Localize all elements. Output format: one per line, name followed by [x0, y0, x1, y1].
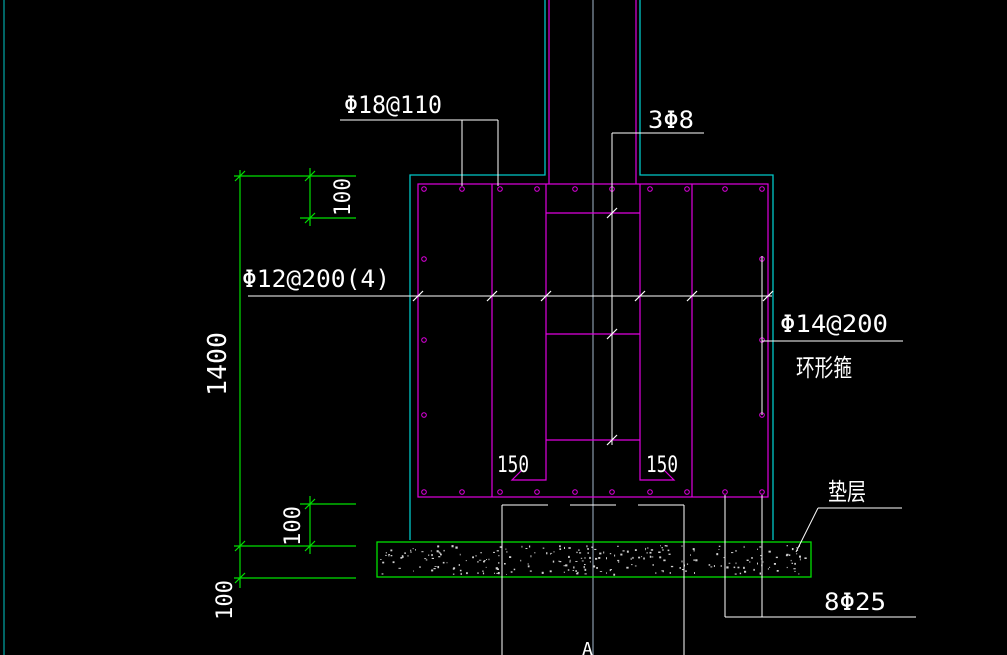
- rebar-dot: [421, 186, 427, 192]
- stirrup-small-label: 3Φ8: [648, 106, 694, 134]
- cushion-layer: [376, 541, 812, 578]
- leader-lines: [248, 119, 916, 655]
- dim-top-label: 100: [331, 178, 356, 216]
- rebar-dot: [722, 186, 728, 192]
- bottom-bar-label: 8Φ25: [824, 588, 886, 616]
- dim-bottom-label: 100: [213, 580, 238, 620]
- rebar-dot: [684, 186, 690, 192]
- tie-ticks: [412, 207, 774, 446]
- rebar-dot: [421, 337, 427, 343]
- top-bar-label: Φ18@110: [344, 91, 442, 119]
- tie-label: Φ12@200(4): [242, 265, 390, 293]
- dimension-lines: [234, 168, 356, 588]
- rebar-dot: [421, 412, 427, 418]
- rebar-dot: [497, 186, 503, 192]
- rebar-dot: [759, 186, 765, 192]
- ring-stirrup-label: Φ14@200: [780, 310, 888, 338]
- dim-total-label: 1400: [203, 332, 233, 396]
- cushion-label: 垫层: [828, 478, 866, 506]
- ring-stirrup-desc: 环形箍: [796, 354, 852, 382]
- rebar-dot: [684, 489, 690, 495]
- rebar-dot: [534, 489, 540, 495]
- rebar-dots: [421, 186, 765, 495]
- rebar-dot: [722, 489, 728, 495]
- rebar-dot: [497, 489, 503, 495]
- rebar-dot: [421, 489, 427, 495]
- rebar-dot: [534, 186, 540, 192]
- rebar-dot: [647, 186, 653, 192]
- section-mark-label: A: [582, 639, 593, 655]
- rebar-dot: [459, 186, 465, 192]
- hook-left-label: 150: [497, 453, 529, 478]
- rebar-dot: [421, 256, 427, 262]
- hook-right-label: 150: [646, 453, 678, 478]
- rebar-dot: [759, 489, 765, 495]
- rebar-dot: [572, 186, 578, 192]
- rebar-dot: [459, 489, 465, 495]
- rebar-cage: [417, 0, 769, 498]
- pile-cap-outline: [409, 0, 774, 540]
- rebar-dot: [647, 489, 653, 495]
- dim-cushion-label: 100: [281, 506, 306, 546]
- rebar-dot: [572, 489, 578, 495]
- rebar-dot: [609, 489, 615, 495]
